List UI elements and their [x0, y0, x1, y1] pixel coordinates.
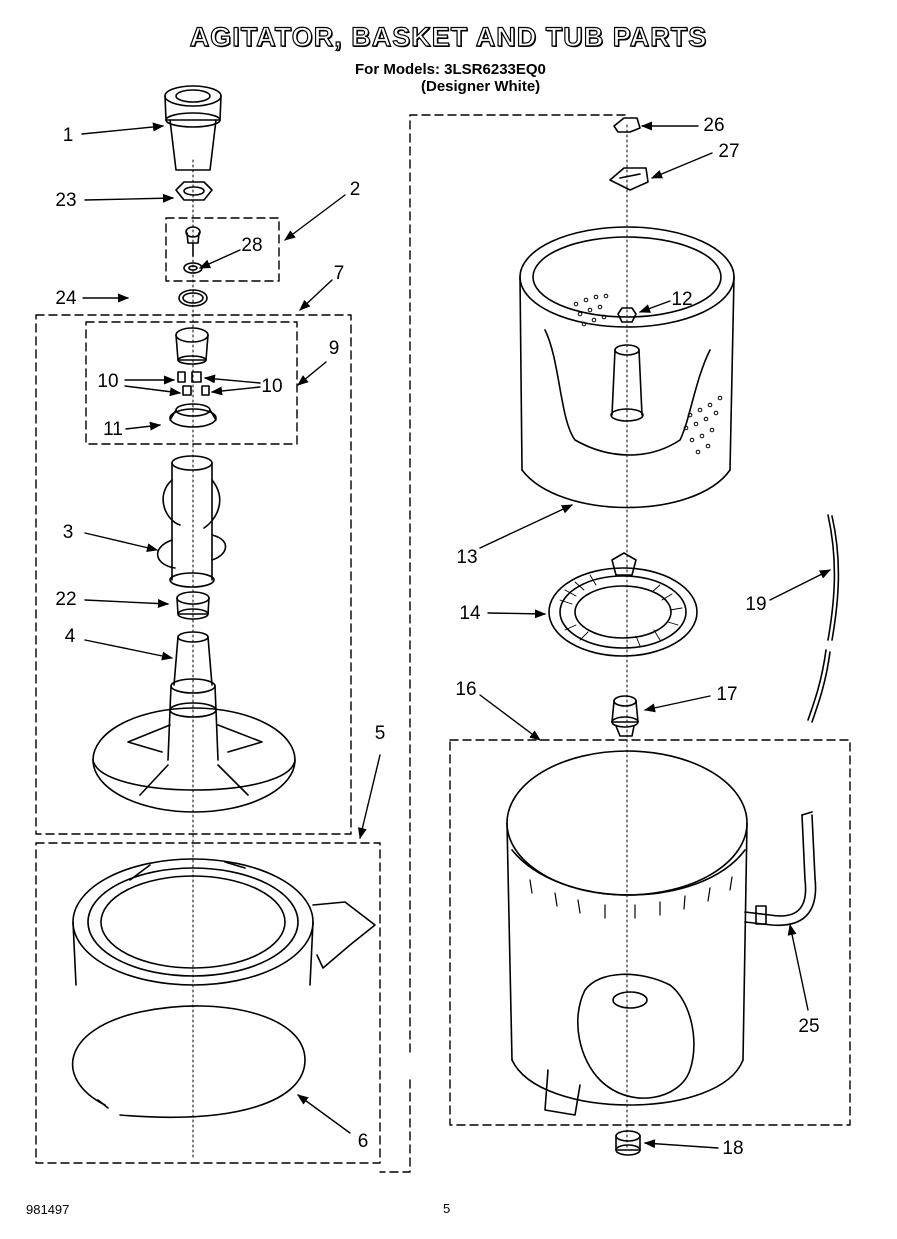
callout-4: 4: [64, 626, 76, 647]
leader-16: [479, 694, 541, 741]
part-10-dogs: [177, 371, 210, 396]
callout-5: 5: [374, 723, 386, 744]
part-24-oring: [178, 289, 208, 307]
part-13-basket: [519, 226, 735, 509]
callout-6: 6: [357, 1131, 369, 1152]
part-14-hub: [548, 552, 698, 657]
group-box-9: [85, 321, 298, 445]
callout-19: 19: [745, 594, 767, 615]
leader-12: [638, 300, 671, 313]
group-box-2: [165, 217, 280, 282]
leader-17: [643, 695, 711, 713]
part-23-ring: [175, 181, 213, 201]
callout-25: 25: [798, 1016, 820, 1037]
part-22-spline: [176, 591, 210, 620]
part-6-snap-ring: [71, 1005, 306, 1118]
group-box-16: [449, 739, 851, 1126]
callout-10-right: 10: [261, 376, 283, 397]
leader-22: [84, 599, 170, 608]
part-4-agitator-base: [92, 631, 296, 813]
part-11-retainer: [169, 403, 217, 428]
part-26-clip: [613, 117, 641, 133]
designer-line: (Designer White): [421, 78, 541, 95]
callout-2: 2: [349, 179, 361, 200]
leader-27: [650, 152, 713, 179]
leader-6: [297, 1094, 351, 1134]
callout-22: 22: [55, 589, 77, 610]
callout-3: 3: [62, 522, 74, 543]
callout-10-left: 10: [97, 371, 119, 392]
leader-10b-1: [203, 374, 261, 384]
leader-14: [487, 609, 547, 619]
leader-4: [84, 639, 174, 661]
leader-5: [358, 754, 381, 840]
leader-9: [297, 361, 327, 386]
callout-24: 24: [55, 288, 77, 309]
connector-line-lower: [379, 1079, 411, 1173]
leader-11: [125, 421, 162, 431]
leader-3: [84, 532, 159, 553]
leader-28: [198, 249, 241, 269]
part-9-cam: [175, 327, 209, 365]
part-25-hose: [744, 811, 817, 926]
leader-13: [479, 504, 574, 549]
callout-26: 26: [703, 115, 725, 136]
part-27-seal: [609, 167, 649, 191]
page-number: 5: [443, 1201, 451, 1216]
leader-10b-2: [210, 386, 261, 396]
part-5-tub-ring: [72, 858, 376, 986]
callout-23: 23: [55, 190, 77, 211]
leader-19: [769, 569, 832, 601]
part-17-bushing: [611, 695, 639, 737]
callout-9: 9: [328, 338, 340, 359]
callout-12: 12: [671, 289, 693, 310]
leader-10a-2: [124, 385, 182, 397]
leader-25: [787, 923, 809, 1011]
callout-28: 28: [241, 235, 263, 256]
part-16-tub: [506, 750, 748, 1116]
leader-1: [81, 122, 165, 135]
callout-11: 11: [103, 419, 123, 440]
leader-2: [284, 194, 346, 241]
part-3-agitator-barrel: [156, 455, 227, 588]
leader-18: [643, 1139, 719, 1149]
callout-18: 18: [722, 1138, 744, 1159]
page-title: AGITATOR, BASKET AND TUB PARTS: [189, 21, 708, 52]
part-12-nut: [617, 307, 637, 323]
callout-1: 1: [62, 125, 74, 146]
callout-14: 14: [459, 603, 481, 624]
models-line: For Models: 3LSR6233EQ0: [355, 61, 546, 78]
footer-code: 981497: [26, 1202, 70, 1217]
callout-16: 16: [455, 679, 477, 700]
callout-27: 27: [718, 141, 740, 162]
leader-7: [299, 279, 333, 311]
connector-line: [409, 114, 629, 1053]
group-box-5: [35, 842, 381, 1164]
part-1-cap: [164, 85, 222, 171]
callout-7: 7: [333, 263, 345, 284]
callout-17: 17: [716, 684, 738, 705]
leader-23: [84, 193, 175, 203]
part-2-bolt: [185, 226, 201, 257]
callout-13: 13: [456, 547, 478, 568]
part-18-cap: [615, 1130, 641, 1156]
part-19-hose: [807, 514, 840, 723]
